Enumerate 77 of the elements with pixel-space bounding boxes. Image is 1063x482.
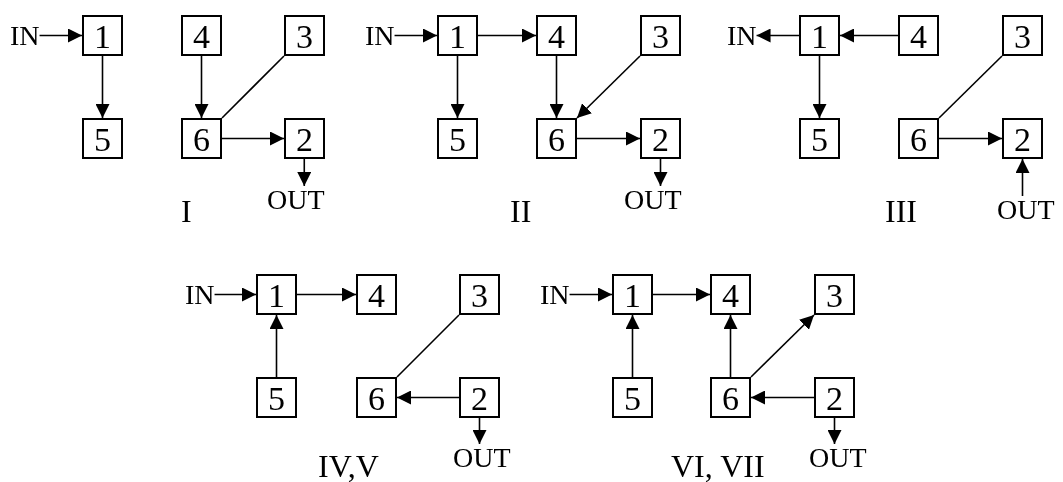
numbered-box: 3 <box>1002 15 1043 56</box>
arrow <box>194 55 209 119</box>
numbered-box: 3 <box>640 15 681 56</box>
numbered-box: 2 <box>640 118 681 159</box>
arrow <box>723 314 738 378</box>
output-label: OUT <box>997 196 1055 224</box>
arrow <box>95 55 110 119</box>
output-label: OUT <box>267 186 325 214</box>
numbered-box: 6 <box>710 377 751 418</box>
numbered-box: 2 <box>284 118 325 159</box>
numbered-box: 6 <box>536 118 577 159</box>
arrow <box>750 314 815 378</box>
numbered-box: 5 <box>612 377 653 418</box>
panel-label: II <box>510 195 532 227</box>
numbered-box: 5 <box>799 118 840 159</box>
numbered-box: 3 <box>459 274 500 315</box>
arrow <box>472 417 487 445</box>
numbered-box: 1 <box>82 15 123 56</box>
arrow <box>1015 158 1030 197</box>
numbered-box: 1 <box>437 15 478 56</box>
arrow <box>213 287 257 302</box>
numbered-box: 4 <box>181 15 222 56</box>
numbered-box: 6 <box>898 118 939 159</box>
arrow <box>653 158 668 187</box>
input-label: IN <box>185 280 215 309</box>
numbered-box: 6 <box>356 377 397 418</box>
numbered-box: 5 <box>82 118 123 159</box>
numbered-box: 2 <box>1002 118 1043 159</box>
input-label: IN <box>727 21 757 50</box>
arrow <box>938 131 1003 146</box>
arrow <box>221 131 285 146</box>
panel-label: III <box>885 195 917 227</box>
connector-line <box>938 55 1003 119</box>
arrow <box>576 55 641 119</box>
arrow <box>297 158 312 187</box>
panel-label: I <box>181 195 192 227</box>
arrow <box>296 287 357 302</box>
panel-label: VI, VII <box>671 450 765 482</box>
arrow <box>812 55 827 119</box>
arrow <box>549 55 564 119</box>
arrow <box>477 28 537 43</box>
output-label: OUT <box>453 444 511 472</box>
arrow <box>568 287 613 302</box>
connector-line <box>396 314 460 378</box>
arrow <box>652 287 711 302</box>
arrow <box>755 28 800 43</box>
numbered-box: 5 <box>437 118 478 159</box>
numbered-box: 3 <box>814 274 855 315</box>
arrow <box>269 314 284 378</box>
numbered-box: 5 <box>256 377 297 418</box>
input-label: IN <box>540 280 570 309</box>
arrow <box>827 417 842 445</box>
arrow <box>450 55 465 119</box>
arrow <box>750 390 815 405</box>
panel-label: IV,V <box>318 450 379 482</box>
connector-line <box>221 55 285 119</box>
arrow <box>839 28 899 43</box>
arrow <box>396 390 460 405</box>
input-label: IN <box>365 21 395 50</box>
numbered-box: 4 <box>710 274 751 315</box>
numbered-box: 2 <box>459 377 500 418</box>
input-label: IN <box>10 21 40 50</box>
numbered-box: 3 <box>284 15 325 56</box>
arrow <box>38 28 83 43</box>
numbered-box: 4 <box>898 15 939 56</box>
numbered-box: 4 <box>536 15 577 56</box>
numbered-box: 1 <box>799 15 840 56</box>
output-label: OUT <box>809 444 867 472</box>
output-label: OUT <box>624 186 682 214</box>
arrow <box>576 131 641 146</box>
numbered-box: 2 <box>814 377 855 418</box>
arrow <box>625 314 640 378</box>
numbered-box: 1 <box>256 274 297 315</box>
numbered-box: 6 <box>181 118 222 159</box>
arrow <box>393 28 438 43</box>
numbered-box: 1 <box>612 274 653 315</box>
numbered-box: 4 <box>356 274 397 315</box>
